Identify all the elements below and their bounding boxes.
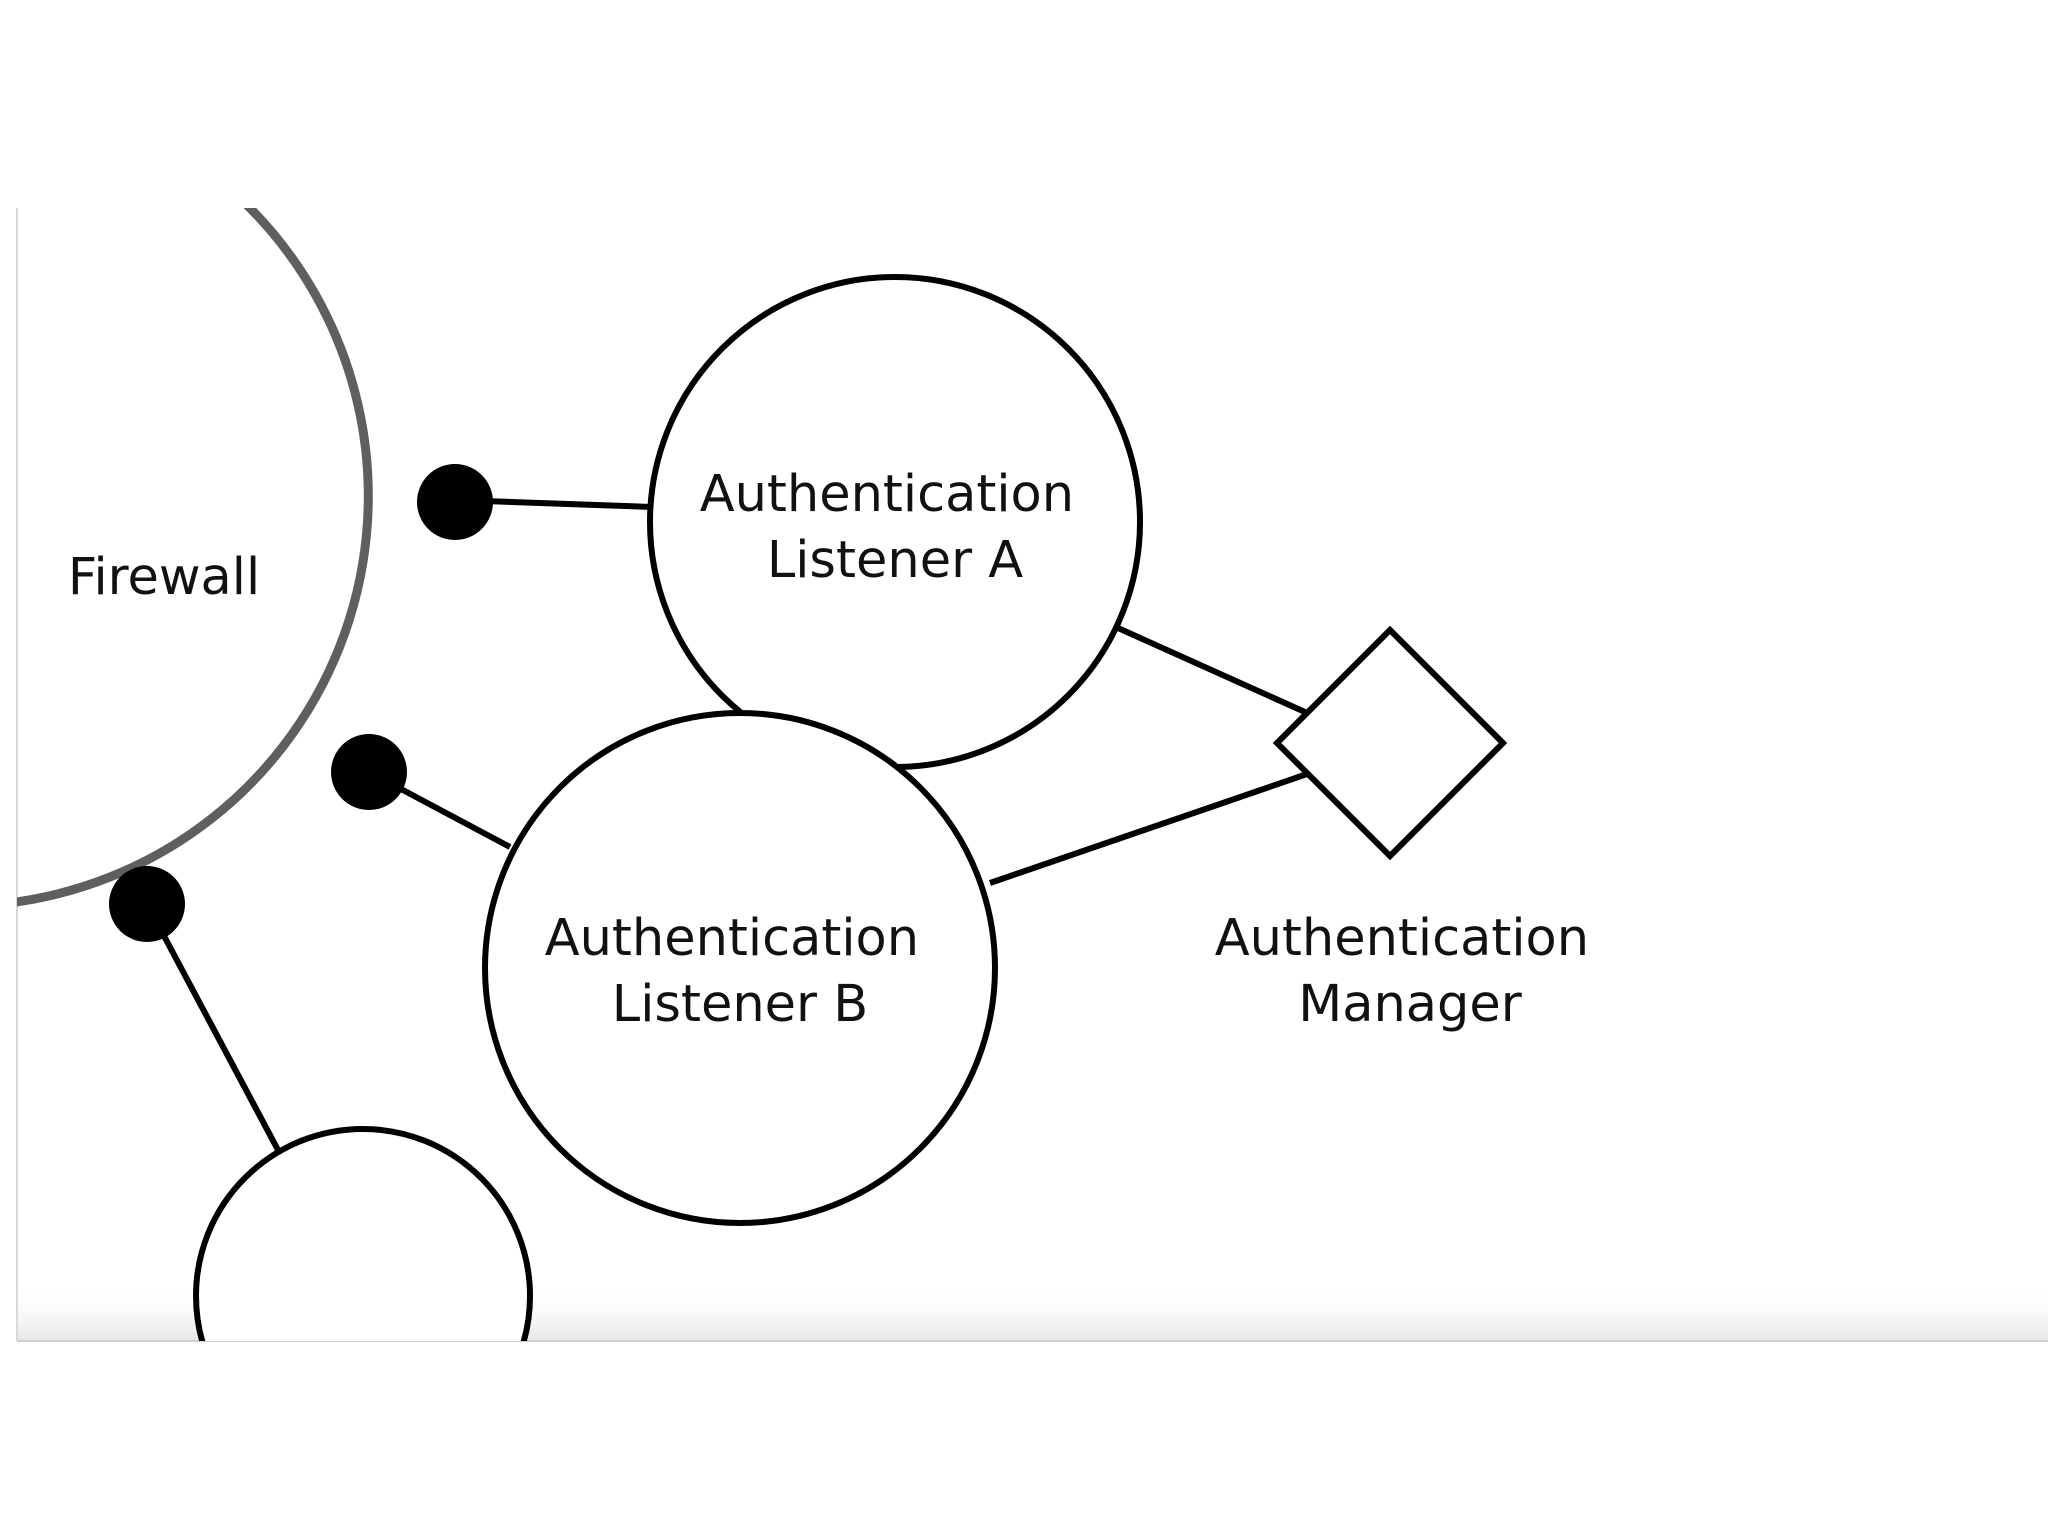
unnamed-node: [193, 1126, 533, 1341]
firewall-ring: [17, 208, 373, 907]
edge-listener-a-manager: [1116, 625, 1307, 715]
listener-b-label: Authentication Listener B: [545, 909, 936, 1034]
listener-b-node: [482, 710, 998, 1226]
firewall-label: Firewall: [68, 548, 260, 607]
manager-label: Authentication Manager: [1215, 909, 1606, 1034]
manager-diamond-node: [1272, 625, 1508, 861]
port-dot-unnamed-node: [109, 866, 185, 942]
port-dot-listener-a: [417, 464, 493, 540]
port-dot-listener-b: [331, 734, 407, 810]
edge-listener-b-manager: [989, 770, 1311, 886]
listener-a-label: Authentication Listener A: [700, 465, 1091, 590]
nodes: [193, 274, 1508, 1341]
edge-firewall-unnamed-node: [144, 902, 281, 1152]
firewall-ports: [109, 464, 493, 942]
labels: Firewall Authentication Listener A Authe…: [68, 465, 1606, 1034]
